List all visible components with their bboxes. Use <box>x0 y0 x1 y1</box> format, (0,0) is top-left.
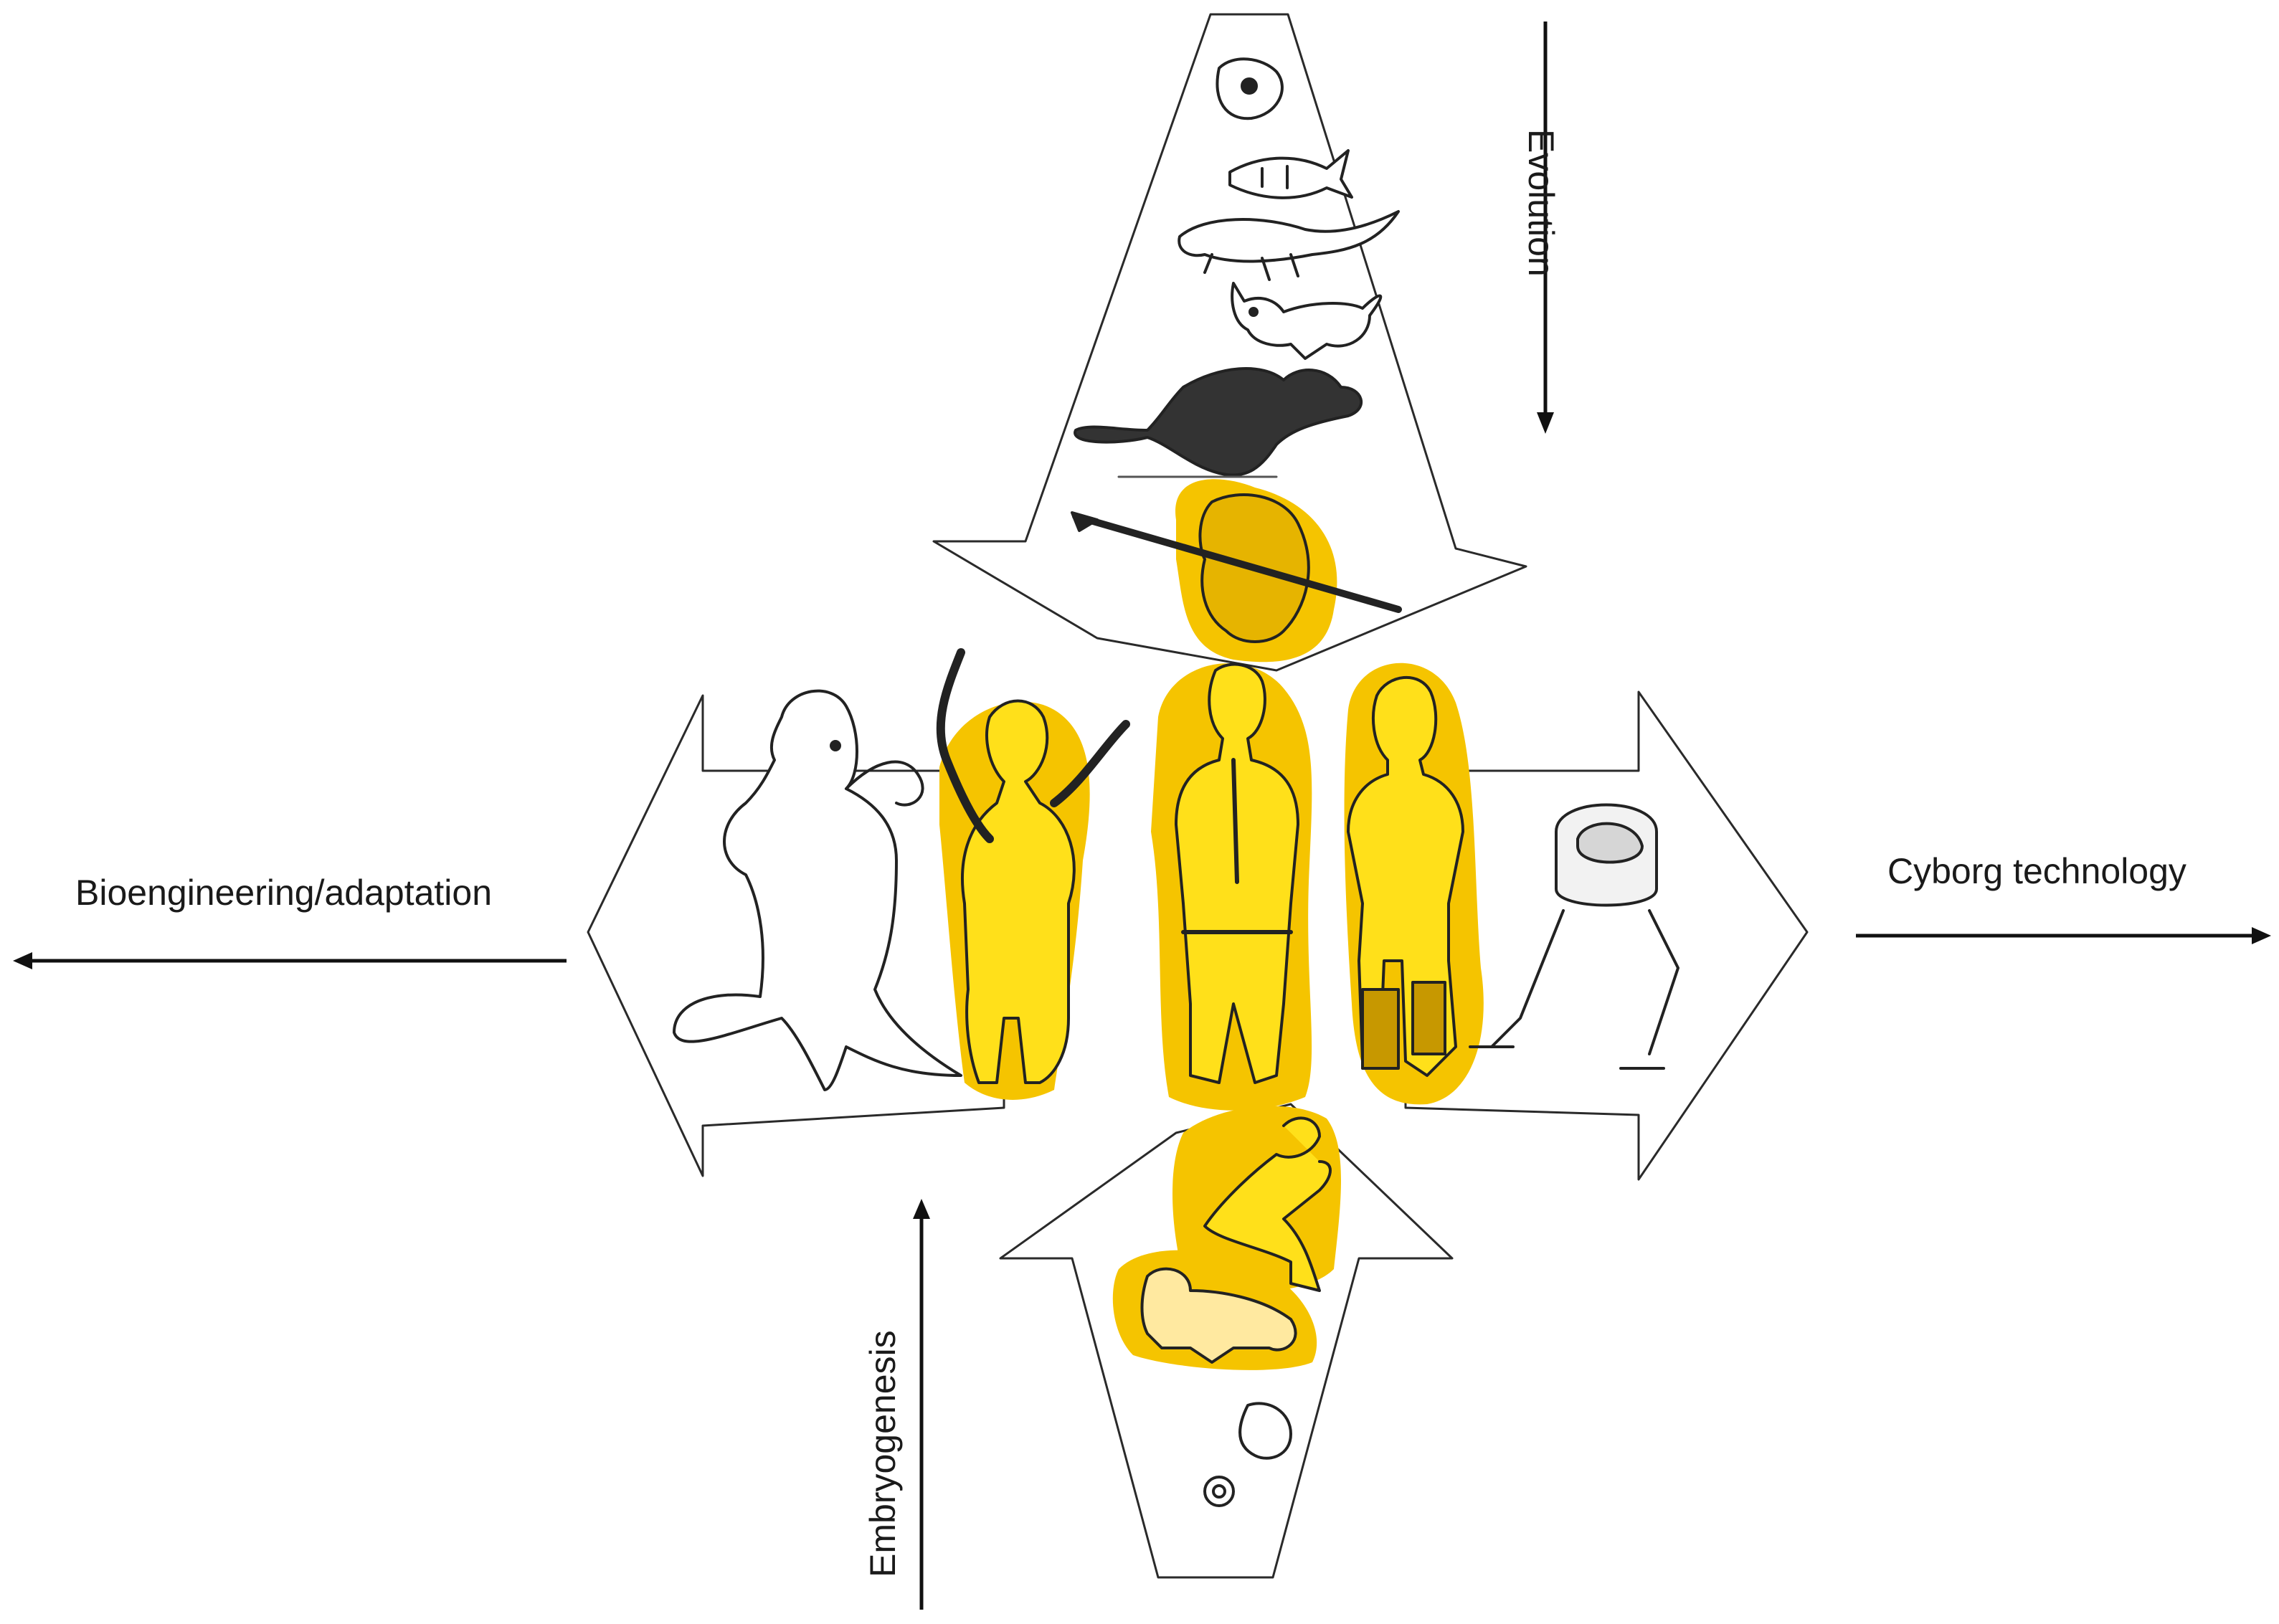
center-figure <box>1175 663 1299 1084</box>
axis-arrows <box>13 22 2271 1610</box>
cyborg-label: Cyborg technology <box>1887 851 2186 891</box>
bioengineering-figures <box>673 648 1130 1091</box>
embryogenesis-figures <box>1140 1116 1332 1507</box>
snake-augmented-person-icon <box>936 648 1130 1084</box>
caveman-icon <box>1071 493 1402 643</box>
standing-man-icon <box>1175 663 1299 1084</box>
embryogenesis-axis-arrow <box>913 1199 930 1610</box>
embryogenesis-label: Embryogenesis <box>863 1330 903 1577</box>
bioengineering-axis-arrow <box>13 952 567 969</box>
brain-walker-robot-icon <box>1469 803 1679 1070</box>
embryo-icon <box>1238 1402 1292 1460</box>
evolution-figures <box>1071 57 1402 643</box>
cell-icon <box>1216 57 1284 120</box>
aquatic-humanoid-icon <box>673 689 962 1091</box>
cyborg-figures <box>1347 675 1679 1077</box>
cyborg-big-arrow <box>1404 690 1809 1181</box>
zygote-icon <box>1203 1476 1235 1507</box>
evolution-label: Evolution <box>1521 129 1561 277</box>
salamander-icon <box>1178 210 1400 281</box>
cat-icon <box>1231 282 1383 360</box>
evolution-axis-arrow <box>1537 22 1554 434</box>
cyborg-axis-arrow <box>1856 927 2271 944</box>
fish-icon <box>1228 149 1353 199</box>
monkey-icon <box>1074 367 1363 478</box>
bioengineering-label: Bioengineering/adaptation <box>75 873 493 913</box>
crawling-baby-icon <box>1140 1267 1297 1364</box>
crouching-person-icon <box>1203 1116 1332 1292</box>
prosthetic-leg-person-icon <box>1347 675 1464 1077</box>
